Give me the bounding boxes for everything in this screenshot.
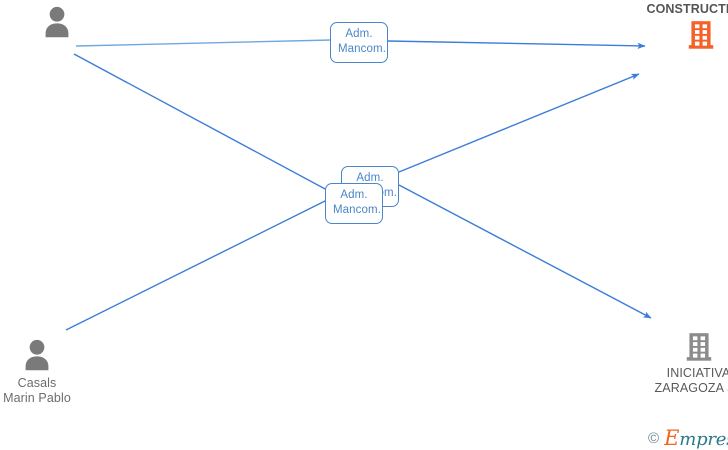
- node-label-casals-marin-pablo: Casals Marin Pablo: [3, 376, 71, 405]
- brand-rest: mpresia: [679, 429, 728, 450]
- node-label-iniciativa-zaragoza: INICIATIVA ZARAGOZA SL: [654, 366, 728, 395]
- copyright-icon: ©: [648, 429, 660, 447]
- node-label-soluciones-constructivas: SOLUCIONES CONSTRUCTIVAS: [646, 0, 728, 16]
- node-label-armando: Armando: [31, 0, 82, 2]
- edge-casals-to-soluciones-seg2: [398, 73, 640, 173]
- brand-initial: E: [664, 426, 680, 450]
- node-person-casals-marin-pablo[interactable]: Casals Marin Pablo: [0, 336, 92, 406]
- person-icon: [25, 339, 49, 371]
- edge-armando-to-soluciones-seg2: [387, 40, 646, 50]
- empresia-watermark: © Empresia: [648, 426, 728, 450]
- node-person-armando[interactable]: Armando: [2, 0, 112, 41]
- edge-casals-to-soluciones-seg1: [65, 199, 328, 331]
- person-icon: [45, 6, 69, 38]
- building-icon: [686, 333, 711, 361]
- edge-armando-to-soluciones-seg1: [75, 39, 332, 47]
- brand-wordmark: Empresia: [664, 426, 728, 450]
- relation-box-adm-mancom-middle-front[interactable]: Adm. Mancom.: [325, 183, 383, 224]
- node-company-soluciones-constructivas[interactable]: SOLUCIONES CONSTRUCTIVAS: [643, 0, 728, 52]
- building-icon: [688, 21, 713, 49]
- node-company-iniciativa-zaragoza[interactable]: INICIATIVA ZARAGOZA SL: [641, 330, 728, 396]
- relation-box-adm-mancom-top[interactable]: Adm. Mancom.: [330, 22, 388, 63]
- edge-armando-to-iniciativa-seg2: [398, 184, 652, 319]
- edge-armando-to-iniciativa-seg1: [73, 53, 328, 191]
